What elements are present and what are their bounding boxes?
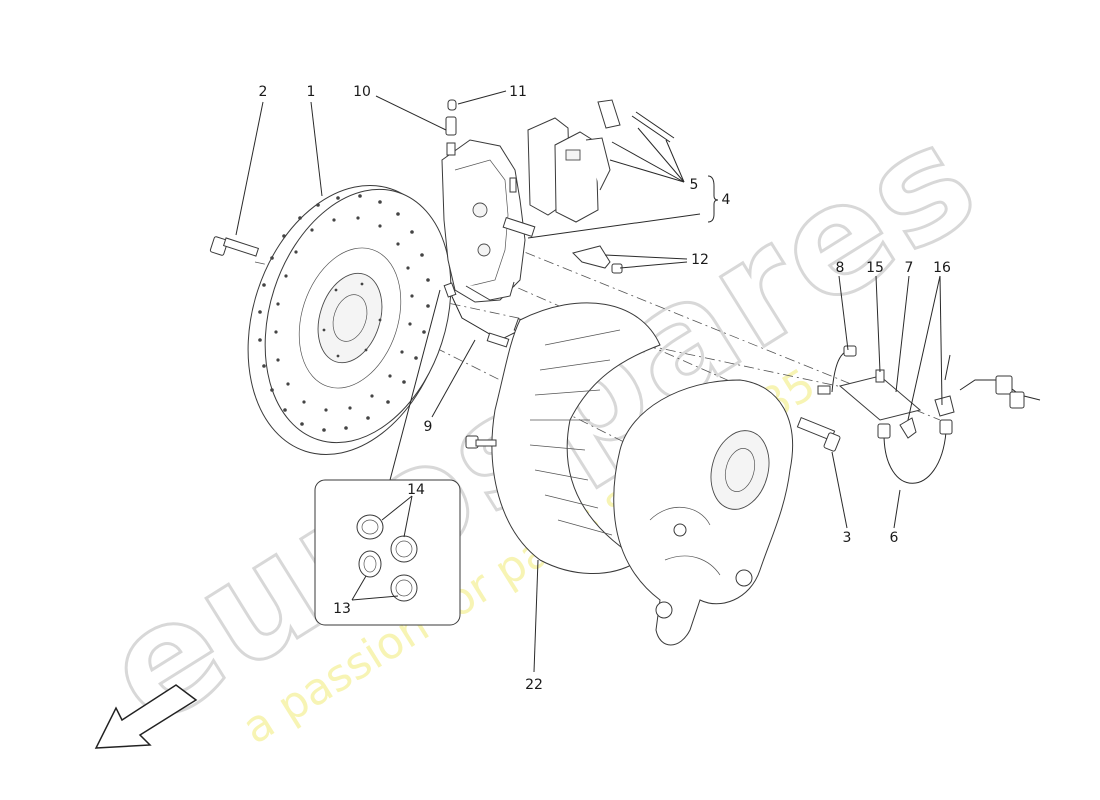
callout-6: 6: [890, 530, 899, 546]
front-direction-arrow: [94, 684, 198, 749]
callout-15: 15: [866, 260, 884, 276]
disc-drill-holes: [258, 194, 430, 432]
callout-22: 22: [525, 677, 543, 693]
callout-10: 10: [353, 84, 371, 100]
callout-3: 3: [843, 530, 852, 546]
callout-16: 16: [933, 260, 951, 276]
hose-bracket[interactable]: [817, 345, 922, 421]
callout-8: 8: [836, 260, 845, 276]
callout-14: 14: [407, 482, 425, 498]
hub-carrier[interactable]: [613, 379, 794, 646]
leader-lines: [235, 90, 943, 673]
hose-clip[interactable]: [899, 354, 955, 439]
flexible-brake-hose[interactable]: [877, 419, 953, 484]
brake-pad-set[interactable]: [527, 99, 675, 223]
callout-labels: 2 1 10 11 5 4 12 9 8 15 7 16 3 6 22 14 1…: [259, 84, 951, 693]
callout-11: 11: [509, 84, 527, 100]
callout-12: 12: [691, 252, 709, 268]
callout-2: 2: [259, 84, 268, 100]
seal-kit-panel: [314, 479, 461, 626]
brake-caliper[interactable]: [441, 139, 536, 303]
callout-1: 1: [307, 84, 316, 100]
piston-seal[interactable]: [356, 514, 384, 578]
disc-bolt[interactable]: [209, 236, 260, 257]
callout-9: 9: [424, 419, 433, 435]
brake-disc[interactable]: [215, 159, 482, 480]
callout-5: 5: [690, 177, 699, 193]
callout-7: 7: [905, 260, 914, 276]
callout-13: 13: [333, 601, 351, 617]
callout-4: 4: [722, 192, 731, 208]
dust-boot[interactable]: [390, 535, 418, 602]
carrier-bolt[interactable]: [796, 416, 841, 452]
pad-clip[interactable]: [572, 245, 623, 274]
bleed-screw[interactable]: [445, 99, 457, 156]
abs-sensor-cable[interactable]: [959, 375, 1041, 409]
